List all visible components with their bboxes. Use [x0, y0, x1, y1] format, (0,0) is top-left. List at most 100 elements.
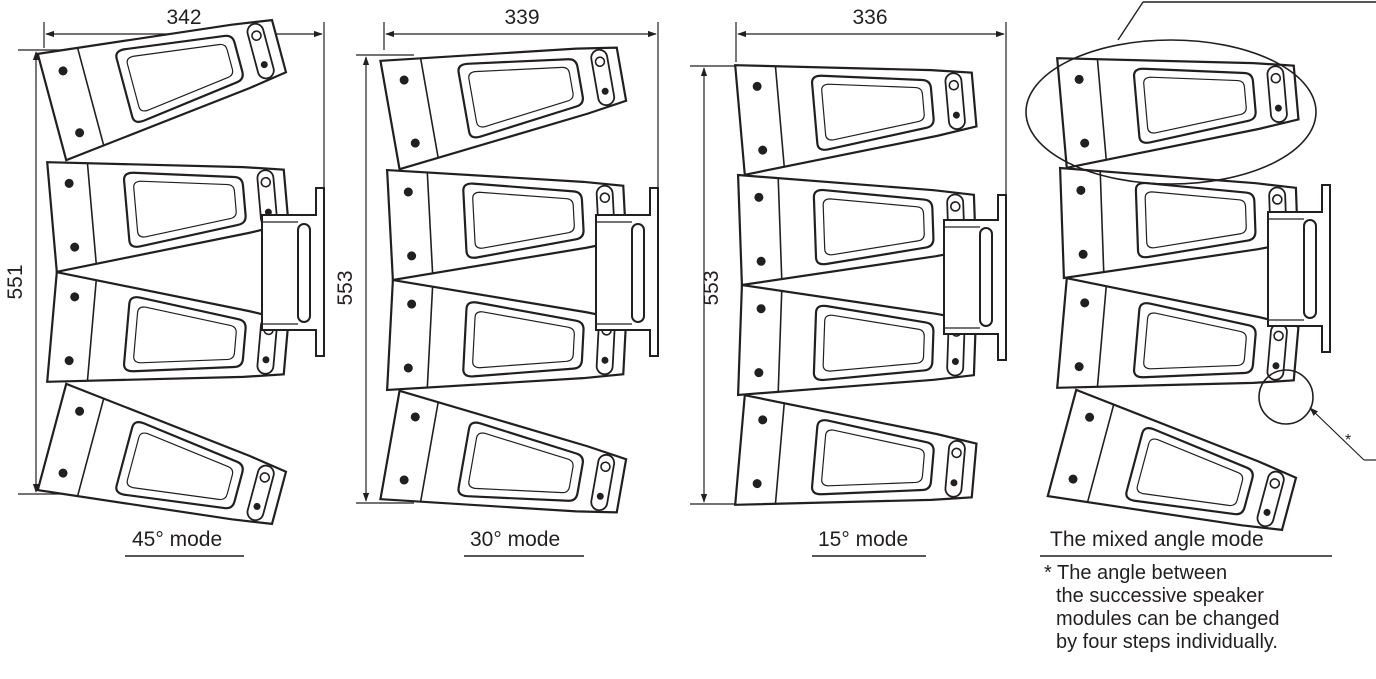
mounting-bracket [943, 194, 1007, 361]
speaker-module [1058, 166, 1299, 280]
footnote-line: modules can be changed [1056, 608, 1280, 630]
rigging-pin [950, 201, 961, 212]
rigging-pin [600, 461, 611, 473]
speaker-module [46, 270, 290, 383]
rigging-pin [1270, 72, 1282, 84]
mounting-hole [1074, 74, 1084, 84]
speaker-module [1046, 388, 1298, 532]
cabinet-outline [1058, 166, 1299, 280]
mounting-hole [754, 192, 764, 202]
footnote-line: the successive speaker [1056, 585, 1264, 607]
horn-inner [1143, 76, 1247, 134]
horn-outer [810, 74, 935, 151]
speaker-module [385, 278, 628, 392]
rigging-pin [1272, 362, 1280, 370]
horn-inner [821, 429, 925, 487]
mounting-hole [399, 475, 409, 485]
horn-outer [810, 419, 935, 496]
horn-outer [462, 301, 585, 378]
rigging-pin [1273, 330, 1284, 342]
cabinet-outline [36, 18, 288, 162]
hinge-leader-line [1309, 407, 1365, 461]
panel-45-mode: 342 551 45° mode [4, 6, 325, 557]
baffle-line [774, 66, 786, 167]
height-value: 553 [700, 270, 723, 305]
mounting-hole [64, 178, 74, 188]
mode-caption: 30° mode [470, 528, 560, 551]
mounting-hole [752, 81, 762, 91]
mounting-hole [58, 66, 68, 76]
mounting-hole [58, 468, 68, 478]
rigging-pin [599, 192, 611, 204]
footnote-line: The angle between [1057, 562, 1228, 584]
width-dimension: 339 [383, 6, 659, 190]
baffle-line [419, 58, 439, 158]
baffle-line [1096, 286, 1108, 387]
mounting-bracket [595, 187, 659, 357]
cabinet-outline [36, 382, 288, 526]
horn-outer [122, 171, 247, 248]
baffle-line [774, 403, 786, 504]
cabinet-outline [736, 173, 977, 287]
panel-30-mode: 339 553 30° mode [334, 6, 659, 557]
rigging-pin [950, 479, 958, 487]
rigging-pin [601, 356, 609, 364]
footnote: * The angle between the successive speak… [1044, 562, 1280, 654]
cabinet-outline [736, 283, 977, 397]
mounting-hole [410, 412, 420, 422]
cabinet-outline [379, 46, 628, 171]
horn-outer [457, 58, 584, 139]
rigging-pin [594, 56, 606, 68]
width-dimension: 336 [735, 6, 1007, 200]
mounting-hole [64, 356, 74, 366]
speaker-module [734, 393, 978, 506]
speaker-module [736, 283, 977, 397]
mounting-hole [1068, 474, 1078, 484]
horn-inner [468, 66, 574, 128]
cabinet-outline [1046, 388, 1298, 532]
mounting-hole [1080, 298, 1090, 308]
mounting-hole [70, 292, 80, 302]
cabinet-outline [734, 64, 978, 177]
rigging-pin [951, 447, 962, 459]
speaker-module-stack [36, 18, 290, 526]
speaker-module [379, 389, 628, 514]
mounting-hole [75, 406, 85, 416]
speaker-module [36, 18, 288, 162]
mounting-hole [403, 187, 413, 197]
horn-outer [1132, 302, 1257, 379]
cabinet-outline [385, 278, 628, 392]
mode-caption: 45° mode [132, 528, 222, 551]
horn-outer [1132, 67, 1257, 144]
baffle-line [426, 287, 434, 388]
panel-mixed-angle-mode: * The mixed angle mode [1025, 1, 1376, 557]
baffle-line [426, 172, 434, 273]
horn-inner [822, 314, 925, 372]
horn-inner [822, 198, 925, 256]
mounting-hole [399, 75, 409, 85]
mounting-hole [1076, 185, 1086, 195]
mounting-hole [1080, 138, 1090, 148]
height-value: 553 [334, 270, 357, 305]
baffle-line [76, 398, 105, 496]
speaker-module [379, 46, 628, 171]
speaker-module [736, 173, 977, 287]
cabinet-outline [46, 161, 290, 274]
speaker-module [734, 64, 978, 177]
baffle-line [777, 291, 783, 392]
panel-15-mode: 336 553 15° mode [690, 6, 1007, 557]
horn-outer [462, 182, 585, 259]
horn-inner [472, 311, 575, 369]
speaker-module [36, 382, 288, 526]
horn-outer [115, 34, 244, 123]
mounting-bracket [261, 187, 325, 357]
height-value: 551 [4, 264, 27, 299]
horn-inner [133, 180, 237, 238]
baffle-line [1086, 404, 1115, 502]
mode-caption: The mixed angle mode [1050, 528, 1264, 551]
speaker-module-stack [734, 64, 978, 506]
mounting-hole [756, 304, 766, 314]
mounting-hole [407, 251, 417, 261]
baffle-line [86, 163, 98, 264]
